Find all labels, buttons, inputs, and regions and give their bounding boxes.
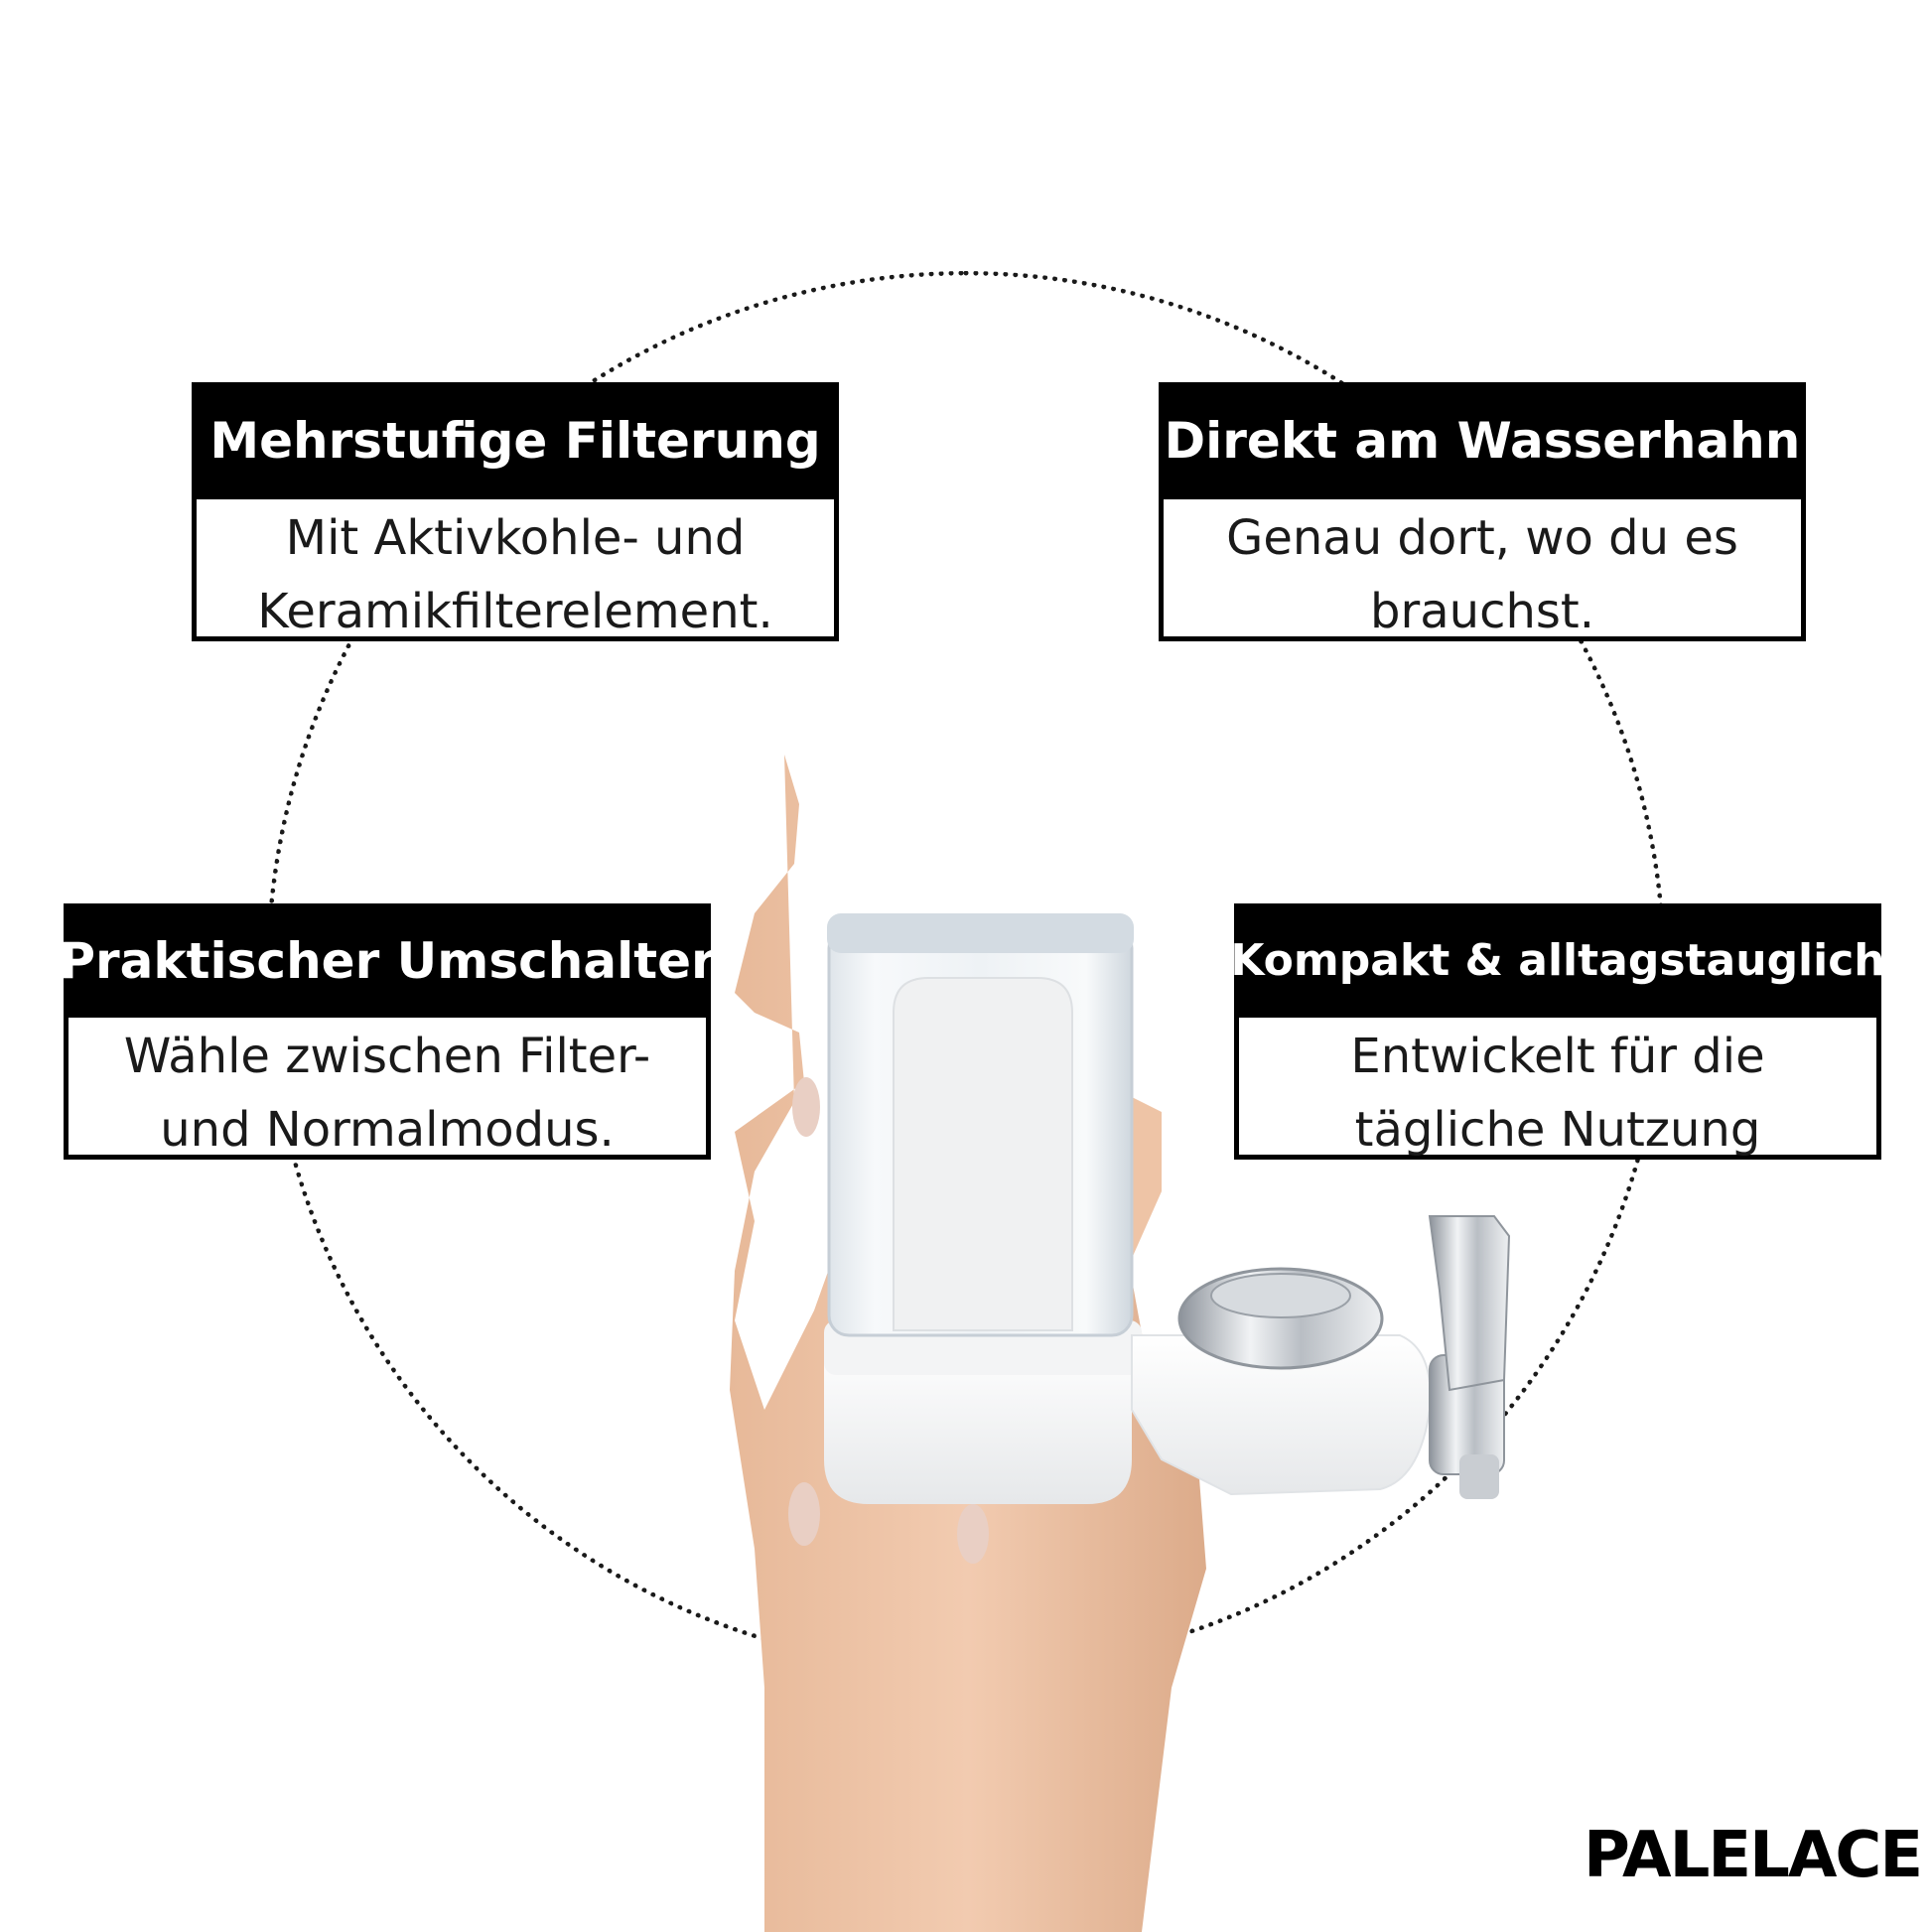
feature-card-compact-everyday: Kompakt & alltagstauglich Entwickelt für… [1230, 903, 1885, 1160]
feature-description: Entwickelt für die tägliche Nutzung [1234, 1018, 1881, 1160]
feature-description-line: Mit Aktivkohle- und [285, 510, 746, 566]
feature-description: Mit Aktivkohle- und Keramikfilterelement… [192, 499, 839, 641]
feature-title: Direkt am Wasserhahn [1159, 382, 1806, 499]
feature-card-practical-switch: Praktischer Umschalter Wähle zwischen Fi… [59, 903, 716, 1160]
feature-description-line: Genau dort, wo du es [1226, 510, 1738, 566]
feature-description-line: und Normalmodus. [160, 1102, 615, 1158]
feature-title: Kompakt & alltagstauglich [1230, 903, 1885, 1018]
feature-description-line: Entwickelt für die [1350, 1029, 1765, 1084]
feature-description-line: Keramikfilterelement. [257, 584, 773, 639]
feature-description-line: tägliche Nutzung [1354, 1102, 1761, 1158]
feature-description: Wähle zwischen Filter- und Normalmodus. [64, 1018, 711, 1160]
feature-description-line: brauchst. [1370, 584, 1594, 639]
brand-logo: PALELACE [1584, 1819, 1923, 1892]
feature-card-direct-faucet: Direkt am Wasserhahn Genau dort, wo du e… [1159, 382, 1806, 641]
feature-description: Genau dort, wo du es brauchst. [1159, 499, 1806, 641]
feature-description-line: Wähle zwischen Filter- [123, 1029, 651, 1084]
feature-title: Mehrstufige Filterung [192, 382, 839, 499]
feature-title: Praktischer Umschalter [59, 903, 716, 1018]
feature-card-multistage-filter: Mehrstufige Filterung Mit Aktivkohle- un… [192, 382, 839, 641]
